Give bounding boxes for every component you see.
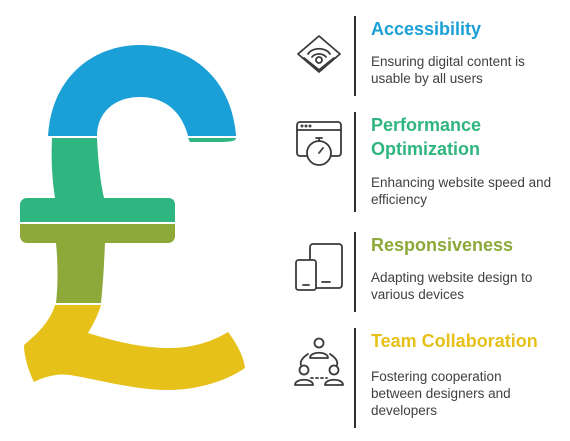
stopwatch-browser-icon bbox=[290, 116, 348, 174]
team-icon bbox=[290, 332, 348, 390]
item-divider bbox=[354, 328, 356, 428]
item-title: Performance Optimization bbox=[371, 115, 482, 159]
item-divider bbox=[354, 112, 356, 212]
item-description: Enhancing website speed and efficiency bbox=[371, 175, 552, 207]
accessibility-icon bbox=[290, 22, 348, 80]
item-title: Team Collaboration bbox=[371, 331, 538, 351]
item-divider bbox=[354, 232, 356, 312]
pound-segment-yellow bbox=[24, 305, 245, 390]
item-performance-optimization: Performance Optimization Enhancing websi… bbox=[290, 108, 560, 218]
pound-segment-blue bbox=[48, 45, 236, 136]
item-description: Ensuring digital content is usable by al… bbox=[371, 54, 525, 86]
item-team-collaboration: Team Collaboration Fostering cooperation… bbox=[290, 324, 560, 428]
devices-icon bbox=[290, 238, 348, 296]
item-description: Fostering cooperation between designers … bbox=[371, 369, 511, 418]
item-title: Accessibility bbox=[371, 19, 482, 39]
item-title: Responsiveness bbox=[371, 235, 514, 255]
pound-sign-graphic bbox=[20, 45, 245, 390]
item-accessibility: Accessibility Ensuring digital content i… bbox=[290, 12, 560, 96]
item-divider bbox=[354, 16, 356, 96]
pound-segment-olive bbox=[20, 224, 175, 303]
item-responsiveness: Responsiveness Adapting website design t… bbox=[290, 228, 560, 312]
item-description: Adapting website design to various devic… bbox=[371, 270, 533, 302]
pound-segment-green bbox=[20, 138, 236, 222]
